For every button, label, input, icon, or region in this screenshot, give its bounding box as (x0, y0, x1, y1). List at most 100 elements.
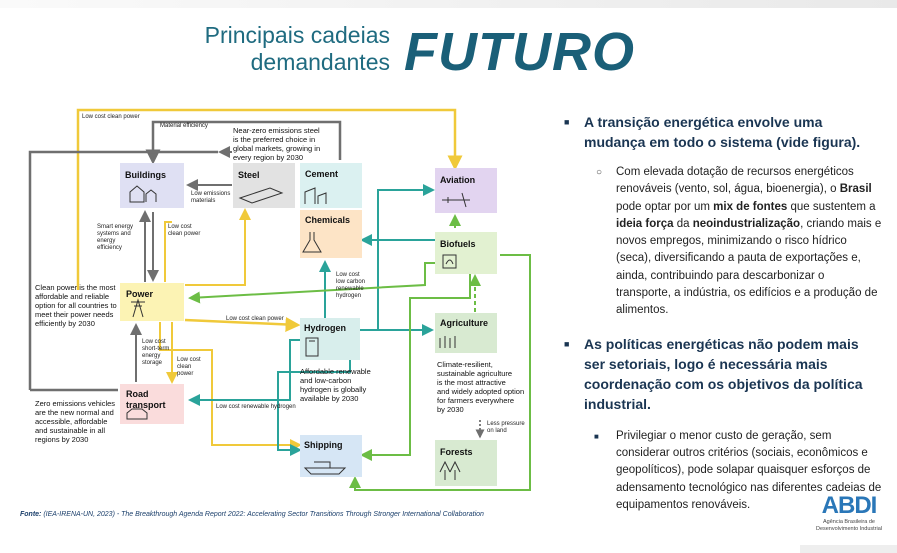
edgelabel-storage-4: storage (142, 360, 163, 366)
square-bullet-icon: ■ (564, 117, 570, 127)
node-biofuels (435, 232, 497, 274)
svg-text:sustainable agriculture: sustainable agriculture (437, 369, 512, 378)
label-road-transport-1: Road (126, 389, 149, 399)
leaf-icon (442, 254, 457, 269)
circle-bullet-icon: ○ (596, 167, 603, 178)
top-strip (0, 0, 897, 8)
note-power: Clean power is the most affordable and r… (35, 283, 117, 328)
svg-text:available by 2030: available by 2030 (300, 394, 358, 403)
node-power (120, 283, 184, 321)
edge-power-steel (185, 208, 251, 286)
label-road-transport-2: transport (126, 400, 166, 410)
plane-icon (442, 192, 470, 208)
note-agriculture: Climate-resilient, sustainable agricultu… (437, 360, 524, 414)
edgelabel-land-1: Less pressure (487, 421, 525, 427)
svg-text:regions by 2030: regions by 2030 (35, 435, 88, 444)
bullet-1-sub: ○ Com elevada dotação de recursos energét… (594, 164, 882, 320)
bullet-1-sub-brasil: Brasil (839, 183, 872, 196)
edge-biofuels-right (349, 254, 531, 491)
edge-power-aviation (76, 108, 463, 290)
bullet-2-sub: ■ Privilegiar o menor custo de geração, s… (592, 428, 882, 514)
edgelabel-clean-road-1: Low cost (177, 357, 201, 363)
svg-text:efficiently by 2030: efficiently by 2030 (35, 319, 95, 328)
abdi-logo: ABDI Agência Brasileira de Desenvolvimen… (808, 493, 890, 533)
bullet-2-text: As políticas energéticas não podem mais … (584, 335, 863, 412)
svg-text:is the most attractive: is the most attractive (437, 378, 506, 387)
edgelabel-low-emissions-2: materials (191, 198, 215, 204)
bottom-strip (800, 545, 897, 553)
edge-power-buildings-clean (164, 221, 172, 282)
svg-text:and widely adopted option: and widely adopted option (437, 387, 524, 396)
bullet-list: ■A transição energética envolve uma muda… (562, 112, 882, 514)
label-forests: Forests (440, 447, 473, 457)
edgelabel-h2-3: renewable (336, 286, 364, 292)
edge-steel-buildings (145, 120, 342, 165)
edgelabel-smart-4: efficiency (97, 245, 122, 251)
svg-text:by 2030: by 2030 (437, 405, 464, 414)
edgelabel-clean-power-h2: Low cost clean power (226, 316, 284, 322)
ship-icon (303, 461, 347, 475)
edgelabel-h2-2: low carbon (336, 279, 365, 285)
node-steel (233, 163, 295, 208)
edgelabel-smart-2: systems and (97, 231, 131, 237)
node-buildings (120, 163, 184, 208)
square-bullet-icon: ■ (564, 338, 570, 349)
label-hydrogen: Hydrogen (304, 323, 346, 333)
label-buildings: Buildings (125, 170, 166, 180)
node-hydrogen (300, 318, 360, 360)
small-square-bullet-icon: ■ (594, 431, 599, 441)
crops-icon (439, 336, 456, 348)
note-road: Zero emissions vehicles are the new norm… (35, 399, 115, 444)
svg-text:and low-carbon: and low-carbon (300, 376, 351, 385)
edgelabel-renewable-h2: Low cost renewable hydrogen (216, 404, 296, 410)
edgelabel-low-cost-clean-power-top: Low cost clean power (82, 114, 140, 120)
edgelabel-clean-road-3: power (177, 371, 193, 377)
svg-text:global markets, growing in: global markets, growing in (233, 144, 320, 153)
note-hydrogen: Affordable renewable and low-carbon hydr… (300, 367, 371, 403)
edge-hydrogen-aviation (360, 184, 435, 331)
title-subtitle: Principais cadeias demandantes (204, 22, 390, 75)
label-shipping: Shipping (304, 440, 343, 450)
steel-beam-icon (238, 187, 284, 204)
logo-name: Agência Brasileira de Desenvolvimento In… (815, 519, 883, 532)
edgelabel-land-2: on land (487, 428, 507, 434)
edge-hydrogen-road (188, 339, 300, 406)
edgelabel-smart-1: Smart energy (97, 224, 133, 230)
pylon-icon (131, 298, 145, 318)
svg-text:and sustainable in all: and sustainable in all (35, 426, 105, 435)
flask-icon (302, 232, 322, 253)
title-main: FUTURO (404, 22, 635, 82)
bullet-1-sub-p1: Com elevada dotação de recursos energéti… (616, 166, 854, 196)
svg-text:Near-zero emissions steel: Near-zero emissions steel (233, 126, 320, 135)
edge-hydrogen-shipping (277, 360, 351, 456)
logo-mark: ABDI (821, 492, 878, 519)
bullet-1: ■A transição energética envolve uma muda… (562, 112, 882, 152)
source-prefix: Fonte: (20, 511, 42, 518)
edgelabel-h2-4: hydrogen (336, 293, 361, 299)
car-icon (126, 408, 148, 420)
svg-text:meet their power needs: meet their power needs (35, 310, 114, 319)
svg-text:Zero emissions vehicles: Zero emissions vehicles (35, 399, 115, 408)
bullet-1-sub-p3: que sustentem a (787, 200, 876, 213)
bullet-1-sub-p2: pode optar por um (616, 200, 714, 213)
edgelabel-storage-3: energy (142, 353, 160, 359)
edge-biofuels-power (188, 262, 435, 304)
svg-text:hydrogen is globally: hydrogen is globally (300, 385, 367, 394)
svg-text:are the new normal and: are the new normal and (35, 408, 114, 417)
svg-text:every region by 2030: every region by 2030 (233, 153, 303, 162)
edgelabel-low-emissions-1: Low emissions (191, 191, 230, 197)
svg-text:for farmers everywhere: for farmers everywhere (437, 396, 514, 405)
note-steel: Near-zero emissions steel is the preferr… (233, 126, 320, 162)
edge-power-shipping (159, 322, 302, 451)
bullet-1-sub-neo: neoindustrialização (692, 217, 801, 230)
svg-text:accessible, affordable: accessible, affordable (35, 417, 107, 426)
bullet-1-sub-ideia: ideia força (616, 217, 674, 230)
label-aviation: Aviation (440, 175, 475, 185)
edgelabel-clean-buildings-2: clean power (168, 231, 200, 237)
label-agriculture: Agriculture (440, 318, 488, 328)
label-cement: Cement (305, 169, 338, 179)
edgelabel-material-efficiency: Material efficiency (160, 123, 208, 129)
label-chemicals: Chemicals (305, 215, 350, 225)
edgelabel-storage-1: Low cost (142, 339, 166, 345)
bullet-2-sub-text: Privilegiar o menor custo de geração, se… (616, 429, 882, 511)
